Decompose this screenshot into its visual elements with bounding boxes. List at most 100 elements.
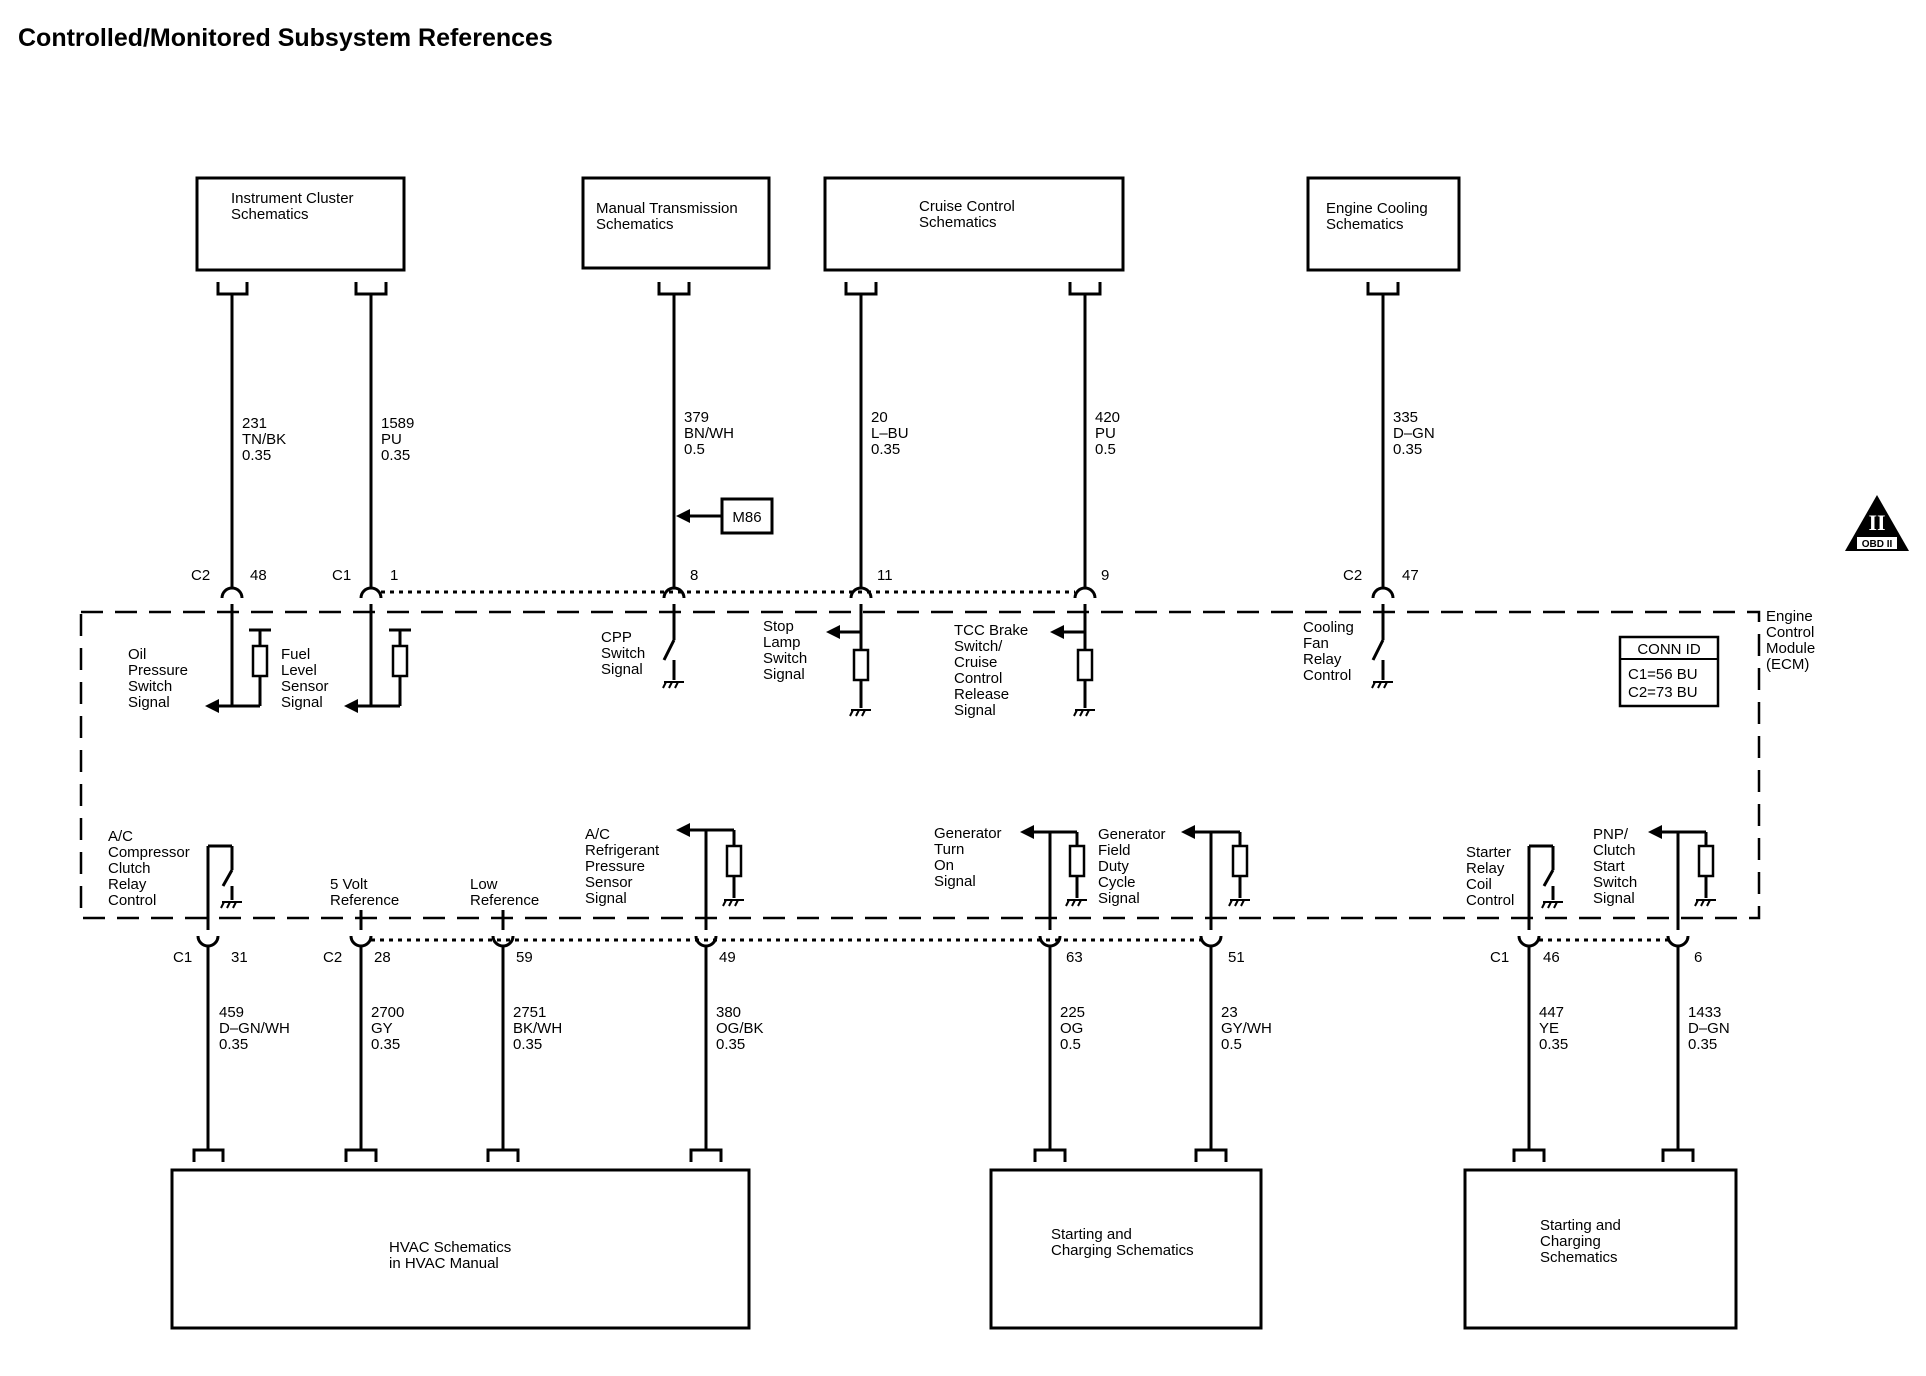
bottom-wires <box>206 946 1680 1150</box>
wire-label-420: 420 PU 0.5 <box>1095 409 1120 458</box>
svg-text:Engine Cooling: Engine Cooling <box>1326 200 1428 217</box>
svg-text:Sensor: Sensor <box>281 678 329 695</box>
generator-turn-on-circuit <box>1020 825 1087 930</box>
svg-text:Relay: Relay <box>108 876 147 893</box>
stop-lamp-circuit <box>826 604 871 717</box>
svg-text:0.35: 0.35 <box>1539 1036 1568 1053</box>
svg-text:Release: Release <box>954 686 1009 703</box>
svg-text:Generator: Generator <box>934 825 1002 842</box>
obd-ii-badge: II OBD II <box>1845 495 1909 551</box>
svg-text:PU: PU <box>1095 425 1116 442</box>
svg-text:Control: Control <box>954 670 1002 687</box>
svg-text:Coil: Coil <box>1466 876 1492 893</box>
module-starting-charging-schematics-1[interactable]: Starting and Charging Schematics <box>989 1168 1263 1330</box>
conn-id-c2: C2=73 BU <box>1628 684 1698 701</box>
wire-label-2700: 2700 GY 0.35 <box>371 1004 404 1053</box>
svg-text:C2: C2 <box>323 949 342 966</box>
svg-text:Schematics: Schematics <box>1326 216 1404 233</box>
svg-text:Refrigerant: Refrigerant <box>585 842 660 859</box>
svg-text:(ECM): (ECM) <box>1766 656 1809 673</box>
svg-text:OG/BK: OG/BK <box>716 1020 764 1037</box>
bottom-pin-labels: C1 31 C2 28 59 49 63 51 C1 46 6 <box>173 949 1702 966</box>
svg-text:Relay: Relay <box>1466 860 1505 877</box>
cooling-fan-circuit <box>1371 604 1393 689</box>
wire-label-1433: 1433 D–GN 0.35 <box>1688 1004 1730 1053</box>
svg-text:20: 20 <box>871 409 888 426</box>
top-connector-stubs <box>216 282 1400 296</box>
svg-text:420: 420 <box>1095 409 1120 426</box>
svg-text:OG: OG <box>1060 1020 1083 1037</box>
svg-text:2751: 2751 <box>513 1004 546 1021</box>
module-cruise-control-schematics[interactable]: Cruise Control Schematics <box>823 176 1125 272</box>
svg-text:L–BU: L–BU <box>871 425 909 442</box>
page-title: Controlled/Monitored Subsystem Reference… <box>18 24 553 52</box>
svg-text:Field: Field <box>1098 842 1131 859</box>
svg-text:Signal: Signal <box>1098 890 1140 907</box>
signal-label-pnp-clutch: PNP/ Clutch Start Switch Signal <box>1593 826 1637 907</box>
oil-pressure-circuit <box>205 604 271 713</box>
svg-text:GY: GY <box>371 1020 393 1037</box>
svg-text:Start: Start <box>1593 858 1626 875</box>
svg-text:Cruise Control: Cruise Control <box>919 198 1015 215</box>
svg-text:Pressure: Pressure <box>128 662 188 679</box>
svg-text:0.35: 0.35 <box>371 1036 400 1053</box>
top-pin-labels: C2 48 C1 1 8 11 9 C2 47 <box>191 567 1419 584</box>
svg-text:0.35: 0.35 <box>513 1036 542 1053</box>
svg-text:379: 379 <box>684 409 709 426</box>
svg-text:Fan: Fan <box>1303 635 1329 652</box>
svg-text:Pressure: Pressure <box>585 858 645 875</box>
svg-text:Sensor: Sensor <box>585 874 633 891</box>
svg-text:Duty: Duty <box>1098 858 1129 875</box>
wire-label-20: 20 L–BU 0.35 <box>871 409 909 458</box>
svg-text:Low: Low <box>470 876 498 893</box>
svg-text:9: 9 <box>1101 567 1109 584</box>
wire-label-447: 447 YE 0.35 <box>1539 1004 1568 1053</box>
starter-relay-circuit <box>1527 844 1563 930</box>
svg-text:447: 447 <box>1539 1004 1564 1021</box>
svg-text:0.35: 0.35 <box>381 447 410 464</box>
svg-text:Clutch: Clutch <box>1593 842 1636 859</box>
svg-text:Control: Control <box>1303 667 1351 684</box>
svg-text:PU: PU <box>381 431 402 448</box>
svg-text:C1: C1 <box>173 949 192 966</box>
svg-text:0.35: 0.35 <box>871 441 900 458</box>
svg-text:TCC Brake: TCC Brake <box>954 622 1028 639</box>
svg-text:Switch: Switch <box>128 678 172 695</box>
ac-refrigerant-circuit <box>676 823 744 930</box>
svg-text:D–GN: D–GN <box>1688 1020 1730 1037</box>
svg-text:Clutch: Clutch <box>108 860 151 877</box>
svg-text:Charging: Charging <box>1540 1233 1601 1250</box>
svg-text:Generator: Generator <box>1098 826 1166 843</box>
module-starting-charging-schematics-2[interactable]: Starting and Charging Schematics <box>1463 1168 1738 1330</box>
svg-text:23: 23 <box>1221 1004 1238 1021</box>
ac-compressor-circuit <box>206 844 242 930</box>
svg-text:6: 6 <box>1694 949 1702 966</box>
svg-text:PNP/: PNP/ <box>1593 826 1629 843</box>
ecm-label: Engine Control Module (ECM) <box>1766 608 1815 673</box>
svg-text:Lamp: Lamp <box>763 634 801 651</box>
signal-label-ac-refrigerant: A/C Refrigerant Pressure Sensor Signal <box>585 826 660 907</box>
svg-text:459: 459 <box>219 1004 244 1021</box>
svg-text:Signal: Signal <box>763 666 805 683</box>
signal-label-oil-pressure: Oil Pressure Switch Signal <box>128 646 188 711</box>
signal-label-stop-lamp: Stop Lamp Switch Signal <box>763 618 807 683</box>
module-instrument-cluster-schematics[interactable]: Instrument Cluster Schematics <box>195 176 406 272</box>
m86-reference[interactable]: M86 <box>676 497 774 535</box>
svg-text:Signal: Signal <box>128 694 170 711</box>
svg-text:Manual Transmission: Manual Transmission <box>596 200 738 217</box>
svg-text:Control: Control <box>1466 892 1514 909</box>
svg-text:Cruise: Cruise <box>954 654 997 671</box>
svg-text:On: On <box>934 857 954 874</box>
top-wires <box>230 294 1385 588</box>
module-manual-transmission-schematics[interactable]: Manual Transmission Schematics <box>581 176 771 270</box>
svg-text:HVAC Schematics: HVAC Schematics <box>389 1239 511 1256</box>
svg-text:Turn: Turn <box>934 841 964 858</box>
svg-text:BK/WH: BK/WH <box>513 1020 562 1037</box>
svg-text:C1: C1 <box>1490 949 1509 966</box>
module-hvac-schematics[interactable]: HVAC Schematics in HVAC Manual <box>170 1168 751 1330</box>
svg-text:C2: C2 <box>1343 567 1362 584</box>
module-engine-cooling-schematics[interactable]: Engine Cooling Schematics <box>1306 176 1461 272</box>
svg-text:Schematics: Schematics <box>1540 1249 1618 1266</box>
svg-text:0.35: 0.35 <box>1688 1036 1717 1053</box>
